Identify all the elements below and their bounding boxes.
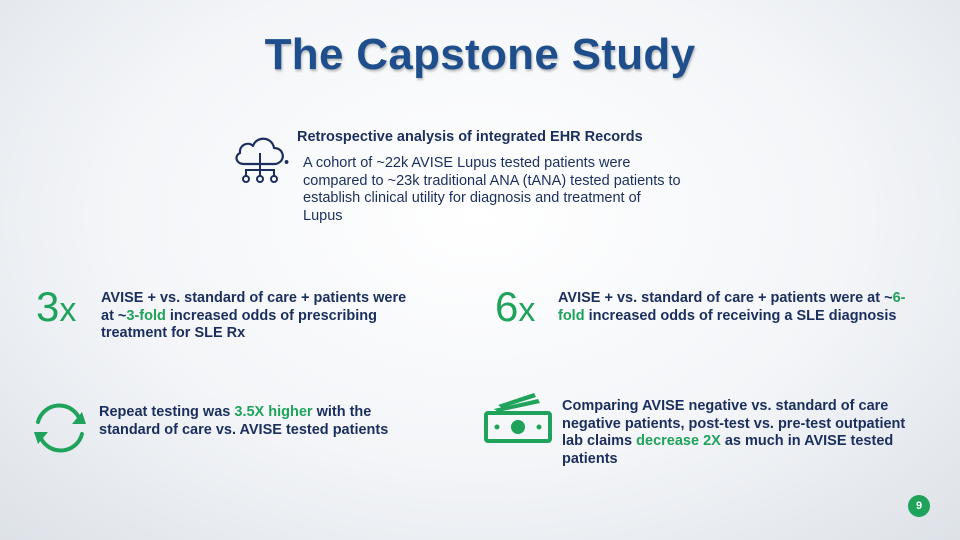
- stat-number-value: 3: [36, 283, 60, 330]
- stat-highlight: decrease 2X: [636, 433, 721, 449]
- stat-highlight: 3.5X higher: [234, 404, 313, 420]
- intro-bullet-text: A cohort of ~22k AVISE Lupus tested pati…: [303, 155, 681, 224]
- stat-text-after: increased odds of receiving a SLE diagno…: [584, 307, 897, 324]
- stat-highlight: 6-fold: [558, 290, 906, 324]
- slide-title: The Capstone Study: [264, 30, 696, 79]
- stat-number-unit: x: [518, 291, 536, 329]
- stat-text-before: AVISE + vs. standard of care + patients …: [558, 290, 893, 306]
- refresh-arrows-icon: [34, 403, 86, 453]
- stat-lab-claims-text: Comparing AVISE negative vs. standard of…: [562, 398, 917, 468]
- stat-6x-text: AVISE + vs. standard of care + patients …: [558, 290, 908, 325]
- stat-text-after: increased odds of prescribing treatment …: [101, 307, 377, 342]
- page-number-badge: 9: [908, 495, 930, 517]
- bullet-dot: •: [284, 155, 290, 171]
- stat-number-value: 6: [495, 283, 519, 330]
- cloud-network-icon: [235, 137, 284, 183]
- stat-3x-number: 3x: [36, 286, 76, 331]
- stat-text-before: Repeat testing was: [99, 404, 235, 420]
- stat-number-unit: x: [59, 291, 77, 329]
- stat-3x-text: AVISE + vs. standard of care + patients …: [101, 290, 411, 343]
- stat-text-after: as much in AVISE tested patients: [562, 433, 894, 467]
- stat-text-after: with the standard of care vs. AVISE test…: [99, 404, 389, 438]
- intro-heading: Retrospective analysis of integrated EHR…: [297, 129, 643, 145]
- stat-repeat-text: Repeat testing was 3.5X higher with the …: [99, 404, 429, 439]
- stat-text-before: Comparing AVISE negative vs. standard of…: [562, 398, 906, 449]
- stat-highlight: 3-fold: [126, 307, 166, 324]
- stat-6x-number: 6x: [495, 286, 535, 331]
- money-bills-icon: [484, 393, 552, 443]
- stat-text-before: AVISE + vs. standard of care + patients …: [101, 290, 407, 324]
